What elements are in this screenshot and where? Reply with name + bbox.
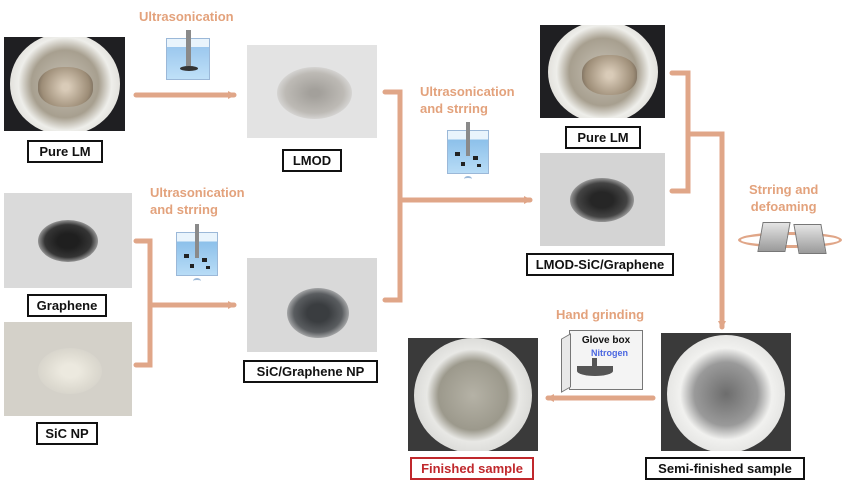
label-lmod: LMOD <box>282 149 342 172</box>
label-pure-lm-2: Pure LM <box>565 126 641 149</box>
bracket-lmod-sicgraphene <box>382 89 403 303</box>
graphene-photo <box>4 193 132 288</box>
pure-lm-photo <box>4 37 125 131</box>
label-pure-lm: Pure LM <box>27 140 103 163</box>
step-line: Ultrasonication <box>420 84 515 99</box>
step-line: and strring <box>420 101 488 116</box>
step-ultrasonication-stirring-1: Ultrasonication and strring <box>150 184 245 218</box>
ultrasonic-stirring-beaker-icon-2 <box>447 122 489 178</box>
arrow-right-down <box>685 131 726 330</box>
step-stirring-defoaming: Strring and defoaming <box>749 181 818 215</box>
glove-box-title: Glove box <box>581 335 631 346</box>
step-ultrasonication: Ultrasonication <box>139 9 234 24</box>
label-finished: Finished sample <box>410 457 534 480</box>
step-ultrasonication-stirring-2: Ultrasonication and strring <box>420 83 515 117</box>
glove-box-gas: Nitrogen <box>591 348 628 358</box>
semi-finished-photo <box>661 333 791 451</box>
step-line: defoaming <box>750 199 817 214</box>
sic-graphene-np-photo <box>247 258 377 352</box>
pure-lm-photo-2 <box>540 25 665 118</box>
glove-box-icon: Glove box Nitrogen <box>561 330 643 393</box>
bracket-graphene-sic <box>133 238 153 368</box>
mortar-icon <box>577 366 613 376</box>
ultrasonic-stirring-beaker-icon <box>176 224 218 280</box>
lmod-sic-graphene-photo <box>540 153 665 246</box>
label-sic-np: SiC NP <box>36 422 98 445</box>
label-graphene: Graphene <box>27 294 107 317</box>
lmod-photo <box>247 45 377 138</box>
step-hand-grinding: Hand grinding <box>556 307 645 322</box>
step-line: Strring and <box>749 182 819 197</box>
finished-photo <box>408 338 538 451</box>
step-line: Ultrasonication <box>150 185 245 200</box>
defoaming-mixer-icon <box>738 222 842 256</box>
sic-np-photo <box>4 322 132 416</box>
label-sic-graphene-np: SiC/Graphene NP <box>243 360 378 383</box>
ultrasonic-beaker-icon <box>166 30 210 80</box>
step-line: and strring <box>150 202 218 217</box>
label-lmod-sic-graphene: LMOD-SiC/Graphene <box>526 253 674 276</box>
bracket-right <box>669 70 691 194</box>
label-semi-finished: Semi-finished sample <box>645 457 805 480</box>
